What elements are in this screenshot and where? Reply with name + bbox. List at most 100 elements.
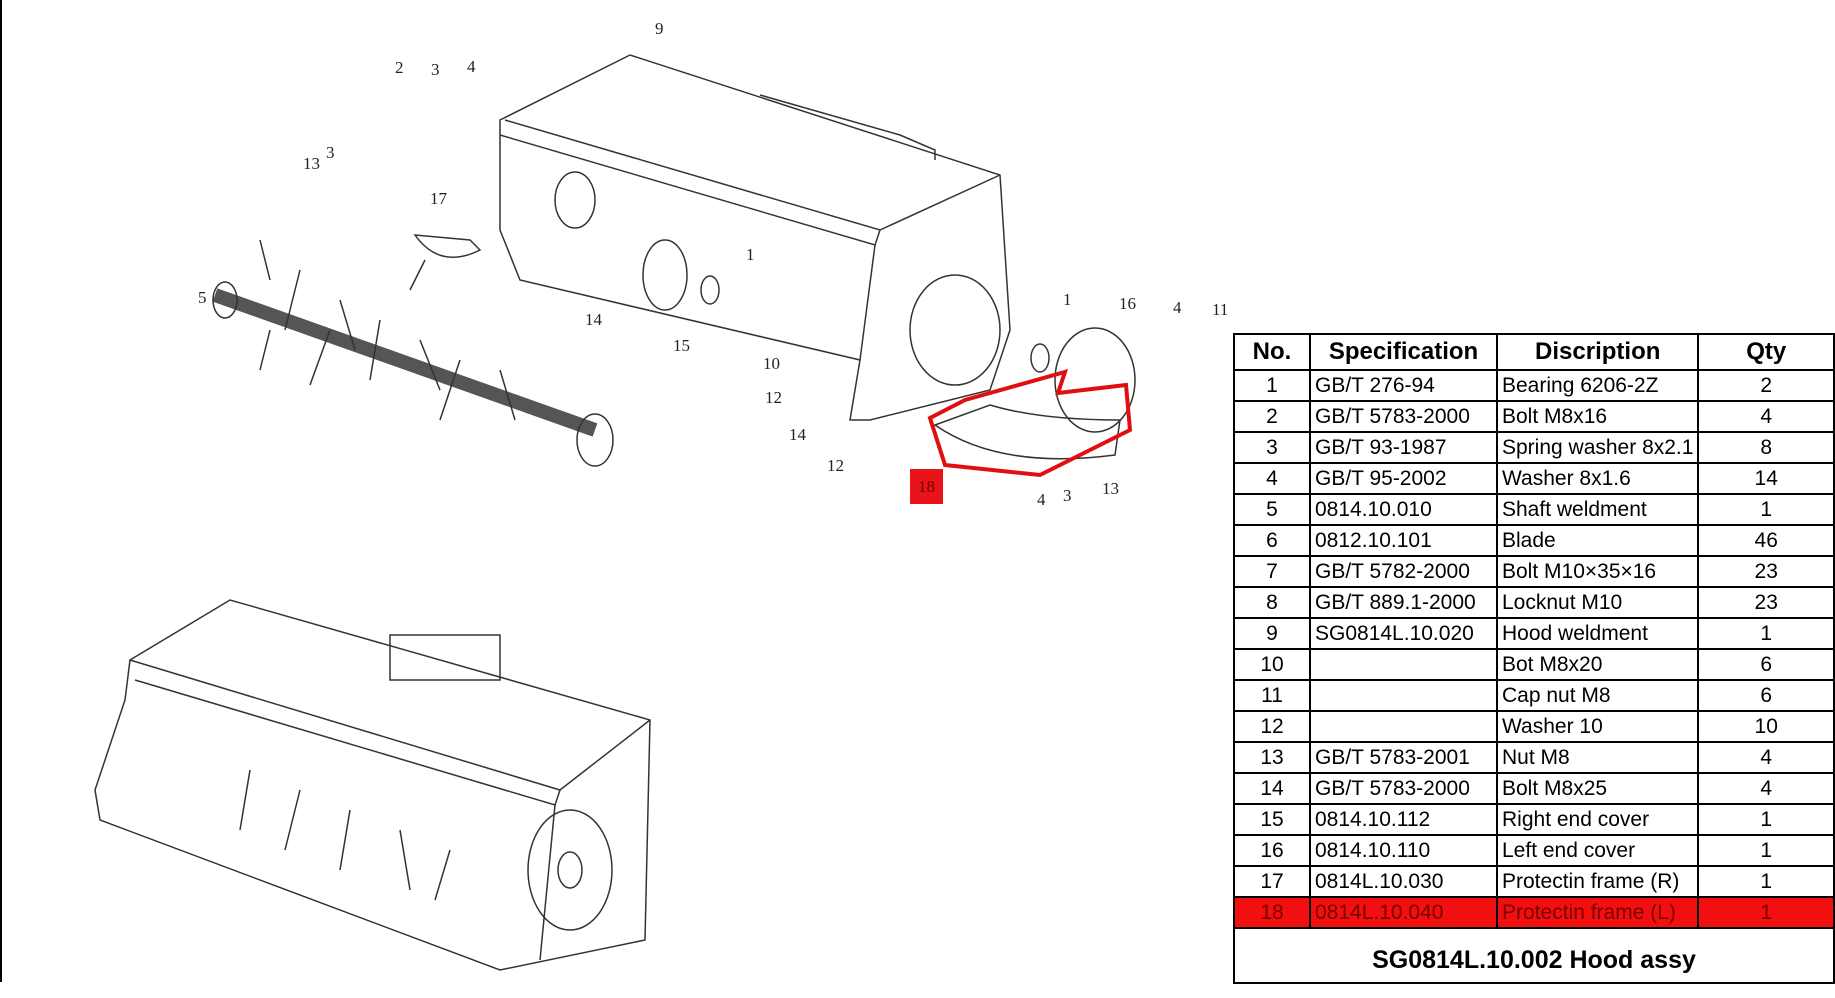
callout: 13 <box>1102 479 1119 498</box>
cell-qty: 6 <box>1697 679 1835 712</box>
cell-no: 6 <box>1233 524 1311 557</box>
cell-no: 18 <box>1233 896 1311 929</box>
callout: 12 <box>827 456 844 475</box>
callout: 3 <box>1063 486 1072 505</box>
table-header-row: No. Specification Discription Qty <box>1233 333 1835 371</box>
cell-spec: GB/T 95-2002 <box>1309 462 1498 495</box>
cell-spec <box>1309 679 1498 712</box>
highlight-callout-18: 18 <box>910 469 943 504</box>
cell-desc: Bolt M8x16 <box>1495 400 1700 433</box>
cell-qty: 1 <box>1697 865 1835 898</box>
cell-desc: Bot M8x20 <box>1495 648 1700 681</box>
cell-spec: GB/T 5783-2001 <box>1309 741 1498 774</box>
cell-no: 12 <box>1233 710 1311 743</box>
callout: 1 <box>746 245 755 264</box>
callout: 1 <box>1063 290 1072 309</box>
cell-spec: GB/T 5782-2000 <box>1309 555 1498 588</box>
cell-no: 4 <box>1233 462 1311 495</box>
cell-spec: GB/T 93-1987 <box>1309 431 1498 464</box>
cell-desc: Hood weldment <box>1495 617 1700 650</box>
cell-no: 11 <box>1233 679 1311 712</box>
cell-qty: 4 <box>1697 772 1835 805</box>
header-description: Discription <box>1495 333 1700 371</box>
left-end-cover <box>1054 327 1136 433</box>
cell-qty: 8 <box>1697 431 1835 464</box>
cell-spec: 0814.10.110 <box>1309 834 1498 867</box>
cell-spec <box>1309 648 1498 681</box>
callout: 9 <box>655 19 664 38</box>
cell-qty: 14 <box>1697 462 1835 495</box>
cell-desc: Cap nut M8 <box>1495 679 1700 712</box>
callout: 10 <box>763 354 780 373</box>
callout: 5 <box>198 288 207 307</box>
header-no: No. <box>1233 333 1311 371</box>
bearing-right <box>700 275 720 305</box>
cell-desc: Bolt M10×35×16 <box>1495 555 1700 588</box>
assembly-title: SG0814L.10.002 Hood assy <box>1233 922 1835 984</box>
cell-no: 1 <box>1233 369 1311 402</box>
callout: 11 <box>1212 300 1228 319</box>
cell-spec: GB/T 276-94 <box>1309 369 1498 402</box>
callout: 3 <box>431 60 440 79</box>
cell-qty: 1 <box>1697 896 1835 929</box>
cell-no: 14 <box>1233 772 1311 805</box>
cell-desc: Left end cover <box>1495 834 1700 867</box>
rotor-shaft-exploded <box>212 239 614 467</box>
cell-desc: Washer 8x1.6 <box>1495 462 1700 495</box>
callout-labels: 9 2 3 4 13 3 17 5 14 15 1 10 12 14 12 1 … <box>198 19 1228 509</box>
cell-desc: Shaft weldment <box>1495 493 1700 526</box>
cell-no: 17 <box>1233 865 1311 898</box>
cell-desc: Right end cover <box>1495 803 1700 836</box>
cell-qty: 4 <box>1697 400 1835 433</box>
cell-desc: Bolt M8x25 <box>1495 772 1700 805</box>
cell-qty: 4 <box>1697 741 1835 774</box>
hood-assembled-view <box>94 599 651 971</box>
header-qty: Qty <box>1697 333 1835 371</box>
cell-desc: Washer 10 <box>1495 710 1700 743</box>
highlight-outline <box>927 369 1133 478</box>
cell-qty: 1 <box>1697 834 1835 867</box>
cell-qty: 1 <box>1697 803 1835 836</box>
callout: 17 <box>430 189 448 208</box>
callout: 4 <box>1173 298 1182 317</box>
cell-no: 15 <box>1233 803 1311 836</box>
cell-qty: 23 <box>1697 555 1835 588</box>
callout: 14 <box>585 310 603 329</box>
cell-desc: Protectin frame (R) <box>1495 865 1700 898</box>
cell-qty: 1 <box>1697 493 1835 526</box>
callout: 12 <box>765 388 782 407</box>
cell-no: 8 <box>1233 586 1311 619</box>
cell-no: 2 <box>1233 400 1311 433</box>
cell-spec: SG0814L.10.020 <box>1309 617 1498 650</box>
cell-no: 16 <box>1233 834 1311 867</box>
cell-qty: 46 <box>1697 524 1835 557</box>
bearing-left <box>1030 343 1050 373</box>
cell-desc: Bearing 6206-2Z <box>1495 369 1700 402</box>
cell-qty: 23 <box>1697 586 1835 619</box>
cell-qty: 1 <box>1697 617 1835 650</box>
cell-qty: 6 <box>1697 648 1835 681</box>
cell-no: 9 <box>1233 617 1311 650</box>
cell-desc: Protectin frame (L) <box>1495 896 1700 929</box>
cell-spec: GB/T 5783-2000 <box>1309 772 1498 805</box>
callout: 4 <box>1037 490 1046 509</box>
cell-no: 10 <box>1233 648 1311 681</box>
right-end-cover <box>642 239 688 311</box>
cell-desc: Blade <box>1495 524 1700 557</box>
cell-spec: GB/T 5783-2000 <box>1309 400 1498 433</box>
callout: 3 <box>326 143 335 162</box>
cell-no: 7 <box>1233 555 1311 588</box>
callout: 14 <box>789 425 807 444</box>
